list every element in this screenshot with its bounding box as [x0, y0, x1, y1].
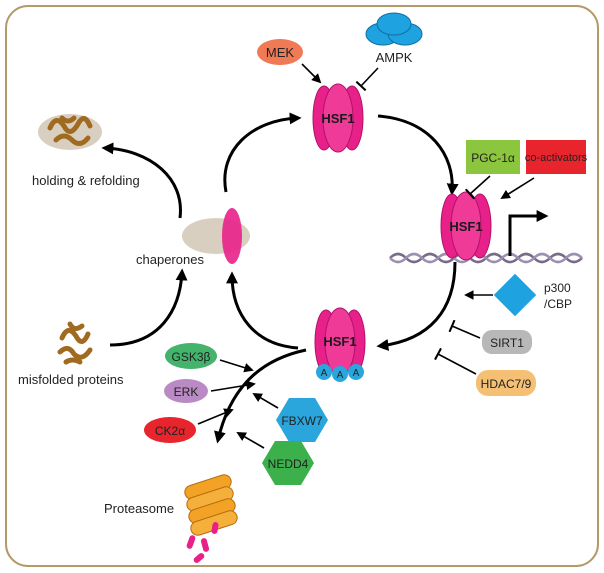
arrow-fbxw7: [252, 393, 279, 409]
arrow-chaperones-to-hsf1-top: [223, 112, 302, 193]
misfolded-proteins-label: misfolded proteins: [18, 372, 124, 387]
proteasome-label: Proteasome: [104, 501, 174, 516]
acetyl-mark-1: [316, 364, 332, 380]
hsf1-trimer-bottom: [314, 307, 366, 377]
coactivators-label: co-activators: [525, 152, 588, 164]
p300-label-line1: p300: [544, 281, 571, 295]
arrow-hsf1-top-to-right: [377, 114, 459, 196]
inhibit-ampk-hsf1: [355, 67, 379, 92]
nedd4-node: [262, 441, 314, 485]
hdac-node: [476, 370, 536, 396]
acetyl-label-2: A: [337, 370, 344, 381]
gsk3b-node: [165, 343, 217, 369]
ampk-label: AMPK: [376, 50, 413, 65]
mek-label: MEK: [266, 45, 295, 60]
transcription-arrow: [508, 210, 549, 256]
mek-node: [257, 39, 303, 65]
folded-protein-icon: [38, 114, 102, 150]
arrow-hsf1-bottom-to-chaperones: [226, 271, 299, 350]
gsk3b-label: GSK3β: [172, 350, 211, 364]
hsf1-right-label: HSF1: [449, 219, 482, 234]
sirt1-node: [482, 330, 532, 354]
arrow-gsk3b: [219, 359, 254, 373]
misfolded-protein-icon: [57, 321, 93, 365]
arrow-coactivators-to-hsf1: [500, 177, 535, 200]
fbxw7-label: FBXW7: [281, 414, 323, 428]
hsf1-top-label: HSF1: [321, 111, 354, 126]
acetyl-mark-3: [348, 364, 364, 380]
arrow-right-to-hsf1-bottom: [376, 261, 457, 351]
hsf1-bottom-label: HSF1: [323, 334, 356, 349]
ck2a-node: [144, 417, 196, 443]
chaperone-complex-icon: [182, 208, 250, 264]
hsf1-trimer-top: [312, 83, 364, 153]
p300-label-line2: /CBP: [544, 297, 572, 311]
acetyl-label-1: A: [321, 368, 328, 379]
hdac-label: HDAC7/9: [481, 377, 532, 391]
pgc1a-node: [466, 140, 520, 174]
inhibit-sirt1: [448, 319, 481, 339]
dna-helix: [389, 252, 583, 264]
arrow-misfolded-to-chaperones: [109, 268, 188, 347]
chaperones-label: chaperones: [136, 252, 204, 267]
erk-node: [164, 379, 208, 403]
arrow-erk: [210, 380, 256, 392]
hsf1-trimer-right: [440, 191, 492, 261]
arrow-nedd4: [236, 432, 265, 449]
arrow-chaperones-to-holding: [101, 142, 182, 219]
acetyl-mark-2: [332, 366, 348, 382]
arrow-mek-to-hsf1: [301, 63, 322, 84]
nedd4-label: NEDD4: [268, 457, 309, 471]
erk-label: ERK: [174, 385, 199, 399]
sirt1-label: SIRT1: [490, 336, 524, 350]
fbxw7-node: [276, 398, 328, 442]
ck2a-label: CK2α: [155, 424, 185, 438]
coactivators-node: [526, 140, 586, 174]
inhibit-hdac: [434, 347, 477, 375]
acetyl-label-3: A: [353, 368, 360, 379]
pgc1a-label: PGC-1α: [471, 151, 515, 165]
arrow-ck2a: [197, 408, 234, 425]
inhibit-pgc1a-hsf1: [464, 175, 491, 200]
peptide-fragments-icon: [186, 522, 219, 563]
holding-refolding-label: holding & refolding: [32, 173, 140, 188]
arrow-hsf1-bottom-to-proteasome: [214, 348, 307, 444]
ampk-node: [365, 12, 423, 46]
